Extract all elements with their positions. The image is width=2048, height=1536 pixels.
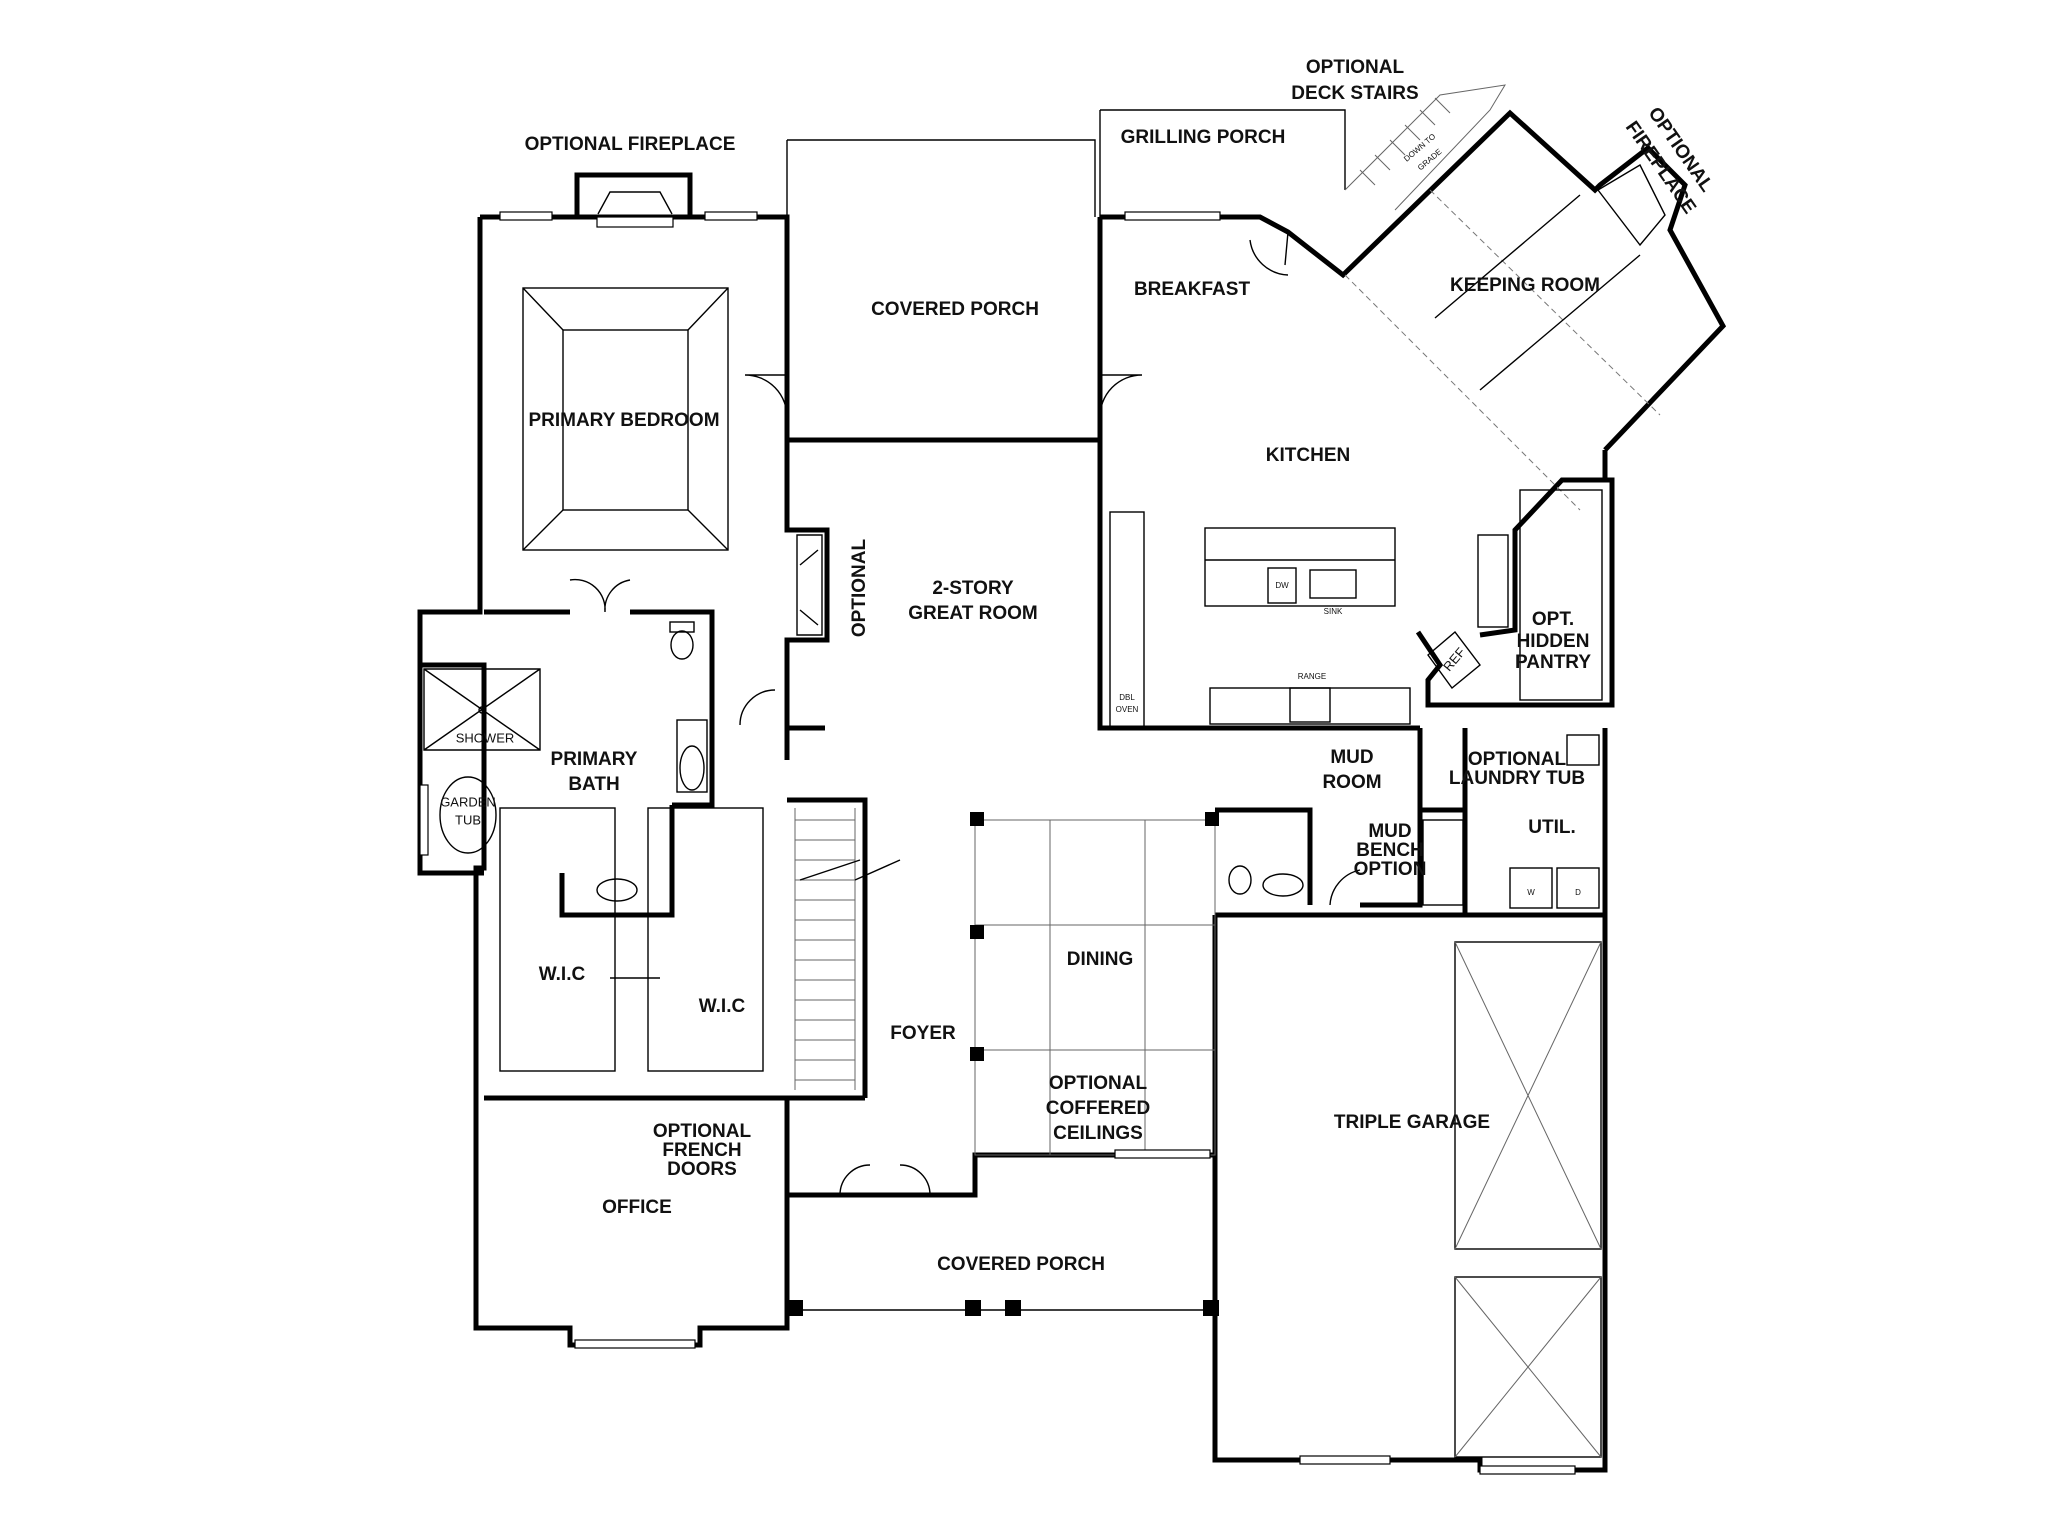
mud-room-label-2: ROOM [1322, 772, 1381, 793]
sink-label: SINK [1324, 607, 1343, 616]
mud-room-label-1: MUD [1330, 747, 1373, 768]
keeping-room-label: KEEPING ROOM [1450, 275, 1600, 296]
mud-bench-option-label-1: MUD [1368, 821, 1411, 842]
breakfast-label: BREAKFAST [1134, 279, 1251, 300]
french-doors-label-3: DOORS [667, 1159, 737, 1180]
dbl-oven-label-2: OVEN [1116, 705, 1139, 714]
covered-porch-rear-label: COVERED PORCH [871, 299, 1039, 320]
opt-hidden-pantry-label-1: OPT. [1532, 609, 1574, 630]
kitchen-label: KITCHEN [1266, 445, 1350, 466]
optional-vertical-label: OPTIONAL [849, 539, 870, 638]
coffered-ceilings-label-1: OPTIONAL [1049, 1073, 1148, 1094]
optional-deck-stairs-label-2: DECK STAIRS [1291, 83, 1418, 104]
dbl-oven-label-1: DBL [1119, 693, 1135, 702]
garden-tub-label-1: GARDEN [440, 794, 496, 809]
wic-left-label: W.I.C [539, 964, 586, 985]
triple-garage-label: TRIPLE GARAGE [1334, 1112, 1490, 1133]
garden-tub-label-2: TUB [455, 812, 481, 827]
fixture-labels: DW SINK RANGE DBL OVEN W D [1116, 581, 1581, 897]
great-room-label-2: GREAT ROOM [908, 603, 1037, 624]
grilling-porch-label: GRILLING PORCH [1121, 127, 1286, 148]
range-label: RANGE [1298, 672, 1326, 681]
office-label: OFFICE [602, 1197, 672, 1218]
optional-fireplace-label: OPTIONAL FIREPLACE [525, 134, 736, 155]
washer-label: W [1527, 888, 1535, 897]
optional-laundry-tub-label-1: OPTIONAL [1468, 749, 1567, 770]
room-labels: OPTIONAL FIREPLACE OPTIONAL DECK STAIRS … [440, 57, 1717, 1275]
wic-right-label: W.I.C [699, 996, 746, 1017]
mud-bench-option-label-2: BENCH [1356, 840, 1424, 861]
covered-porch-front-label: COVERED PORCH [937, 1254, 1105, 1275]
coffered-ceilings-label-3: CEILINGS [1053, 1123, 1143, 1144]
shower-label: SHOWER [456, 730, 515, 745]
util-label: UTIL. [1528, 817, 1576, 838]
optional-laundry-tub-label-2: LAUNDRY TUB [1449, 768, 1585, 789]
primary-bedroom-label: PRIMARY BEDROOM [528, 410, 719, 431]
mud-bench-option-label-3: OPTION [1354, 859, 1427, 880]
ref-label: REF [1440, 644, 1468, 674]
coffered-ceilings-label-2: COFFERED [1046, 1098, 1151, 1119]
dw-label: DW [1275, 581, 1289, 590]
primary-bath-label-2: BATH [568, 774, 619, 795]
foyer-label: FOYER [890, 1023, 956, 1044]
opt-hidden-pantry-label-3: PANTRY [1515, 652, 1591, 673]
primary-bath-label-1: PRIMARY [551, 749, 638, 770]
dryer-label: D [1575, 888, 1581, 897]
french-doors-label-2: FRENCH [662, 1140, 741, 1161]
optional-deck-stairs-label-1: OPTIONAL [1306, 57, 1405, 78]
fixtures [419, 84, 1666, 1475]
great-room-label-1: 2-STORY [932, 578, 1014, 599]
french-doors-label-1: OPTIONAL [653, 1121, 752, 1142]
dining-label: DINING [1067, 949, 1134, 970]
opt-hidden-pantry-label-2: HIDDEN [1517, 631, 1590, 652]
